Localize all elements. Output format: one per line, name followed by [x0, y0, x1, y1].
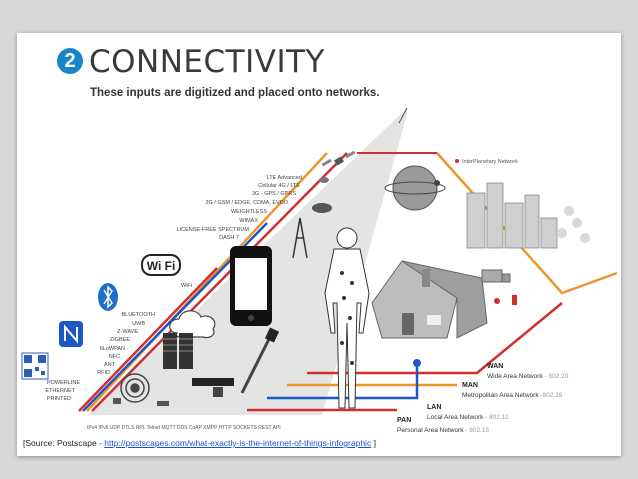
- section-number-badge: 2: [57, 48, 83, 74]
- interplanetary-node: [455, 159, 459, 163]
- wired-label: ETHERNET: [45, 388, 75, 394]
- cellular-label: WEIGHTLESS: [231, 209, 267, 215]
- interplanetary-label: InterPlanetary Network: [462, 159, 518, 165]
- slide-title: CONNECTIVITY: [89, 44, 325, 80]
- cellular-label: Cellular 4G / LTE: [258, 183, 300, 189]
- cellular-label: DASH 7: [219, 235, 239, 241]
- wan-horizontal-line: [307, 302, 563, 375]
- delivery-truck-icon: [481, 269, 511, 283]
- human-figure-icon: [324, 227, 370, 409]
- qr-code-icon: [21, 352, 49, 380]
- short-range-label: NFC: [109, 354, 120, 360]
- lan-description: Local Area Network - 802.11: [427, 414, 509, 421]
- source-citation: [Source: Postscape - http://postscapes.c…: [23, 438, 376, 448]
- trees-icon: [557, 206, 590, 243]
- wired-label: PRINTED: [47, 396, 71, 402]
- network-switch-icon: [192, 378, 234, 397]
- router-icon: [120, 373, 150, 403]
- globe-icon: [384, 165, 446, 211]
- cellular-label: LICENSE-FREE SPECTRUM: [177, 227, 250, 233]
- server-rack-icon: [163, 333, 193, 369]
- wired-labels: POWERLINE ETHERNET PRINTED: [45, 380, 80, 402]
- source-link[interactable]: http://postscapes.com/what-exactly-is-th…: [104, 438, 372, 448]
- wan-code: WAN: [487, 363, 503, 370]
- pan-description: Personal Area Network - 802.15: [397, 427, 490, 434]
- cellular-label: WIMAX: [239, 218, 258, 224]
- protocols-label: IPv4 IPv6 UDP DTLS RPL Telnet MQTT DDS C…: [87, 425, 281, 431]
- small-dish-icon: [319, 177, 329, 183]
- slide: 2 CONNECTIVITY These inputs are digitize…: [17, 33, 621, 456]
- short-range-labels: BLUETOOTH UWB Z-WAVE ZIGBEE 6LoWPAN NFC …: [97, 312, 155, 376]
- nfc-icon: [59, 321, 83, 347]
- short-range-label: Z-WAVE: [117, 329, 138, 335]
- cellular-label: 3G - GPS / GPRS: [252, 191, 296, 197]
- bluetooth-icon: [98, 283, 118, 311]
- man-description: Metropolitan Area Network -802.16: [462, 392, 563, 399]
- wifi-logo-text: Wi Fi: [147, 259, 176, 273]
- short-range-label: ANT: [104, 362, 116, 368]
- house-icon: [371, 260, 488, 339]
- pan-diagonal-line: [78, 267, 218, 412]
- lan-code: LAN: [427, 404, 441, 411]
- pan-code: PAN: [397, 417, 411, 424]
- connectivity-infographic: LTE Advanced Cellular 4G / LTE 3G - GPS …: [21, 107, 618, 434]
- short-range-label: RFID: [97, 370, 110, 376]
- satellite-icon: [321, 150, 356, 167]
- ethernet-cable-icon: [240, 327, 280, 394]
- cell-tower-icon: [292, 217, 308, 259]
- slide-subtitle: These inputs are digitized and placed on…: [90, 87, 380, 99]
- satellite-dish-icon: [312, 203, 332, 213]
- wan-description: Wide Area Network - 802.20: [487, 373, 569, 380]
- wan-node: [494, 298, 500, 304]
- lan-horizontal-line: [267, 363, 419, 400]
- wifi-label: WiFi: [181, 283, 192, 289]
- smartphone-icon: [230, 246, 272, 326]
- source-prefix: [Source: Postscape -: [23, 438, 105, 448]
- short-range-label: UWB: [132, 321, 145, 327]
- city-buildings-icon: [466, 182, 558, 249]
- wan-diagonal-line: [91, 152, 348, 412]
- short-range-label: BLUETOOTH: [121, 312, 155, 318]
- cellular-labels: LTE Advanced Cellular 4G / LTE 3G - GPS …: [177, 175, 302, 241]
- short-range-label: 6LoWPAN: [100, 346, 125, 352]
- beam-pointer: [398, 107, 408, 124]
- source-suffix: ]: [371, 438, 376, 448]
- small-devices-icon: [113, 398, 169, 406]
- lan-node: [413, 359, 421, 367]
- cellular-label: LTE Advanced: [267, 175, 302, 181]
- man-diagonal-line: [86, 152, 328, 412]
- wired-label: POWERLINE: [47, 380, 80, 386]
- cellular-label: 2G / GSM / EDGE, CDMA, EVDO: [205, 200, 288, 206]
- network-legend: WAN Wide Area Network - 802.20 MAN Metro…: [397, 363, 569, 434]
- fire-hydrant-icon: [512, 295, 517, 305]
- man-code: MAN: [462, 382, 478, 389]
- wifi-logo-icon: Wi Fi: [141, 254, 181, 276]
- short-range-label: ZIGBEE: [110, 337, 131, 343]
